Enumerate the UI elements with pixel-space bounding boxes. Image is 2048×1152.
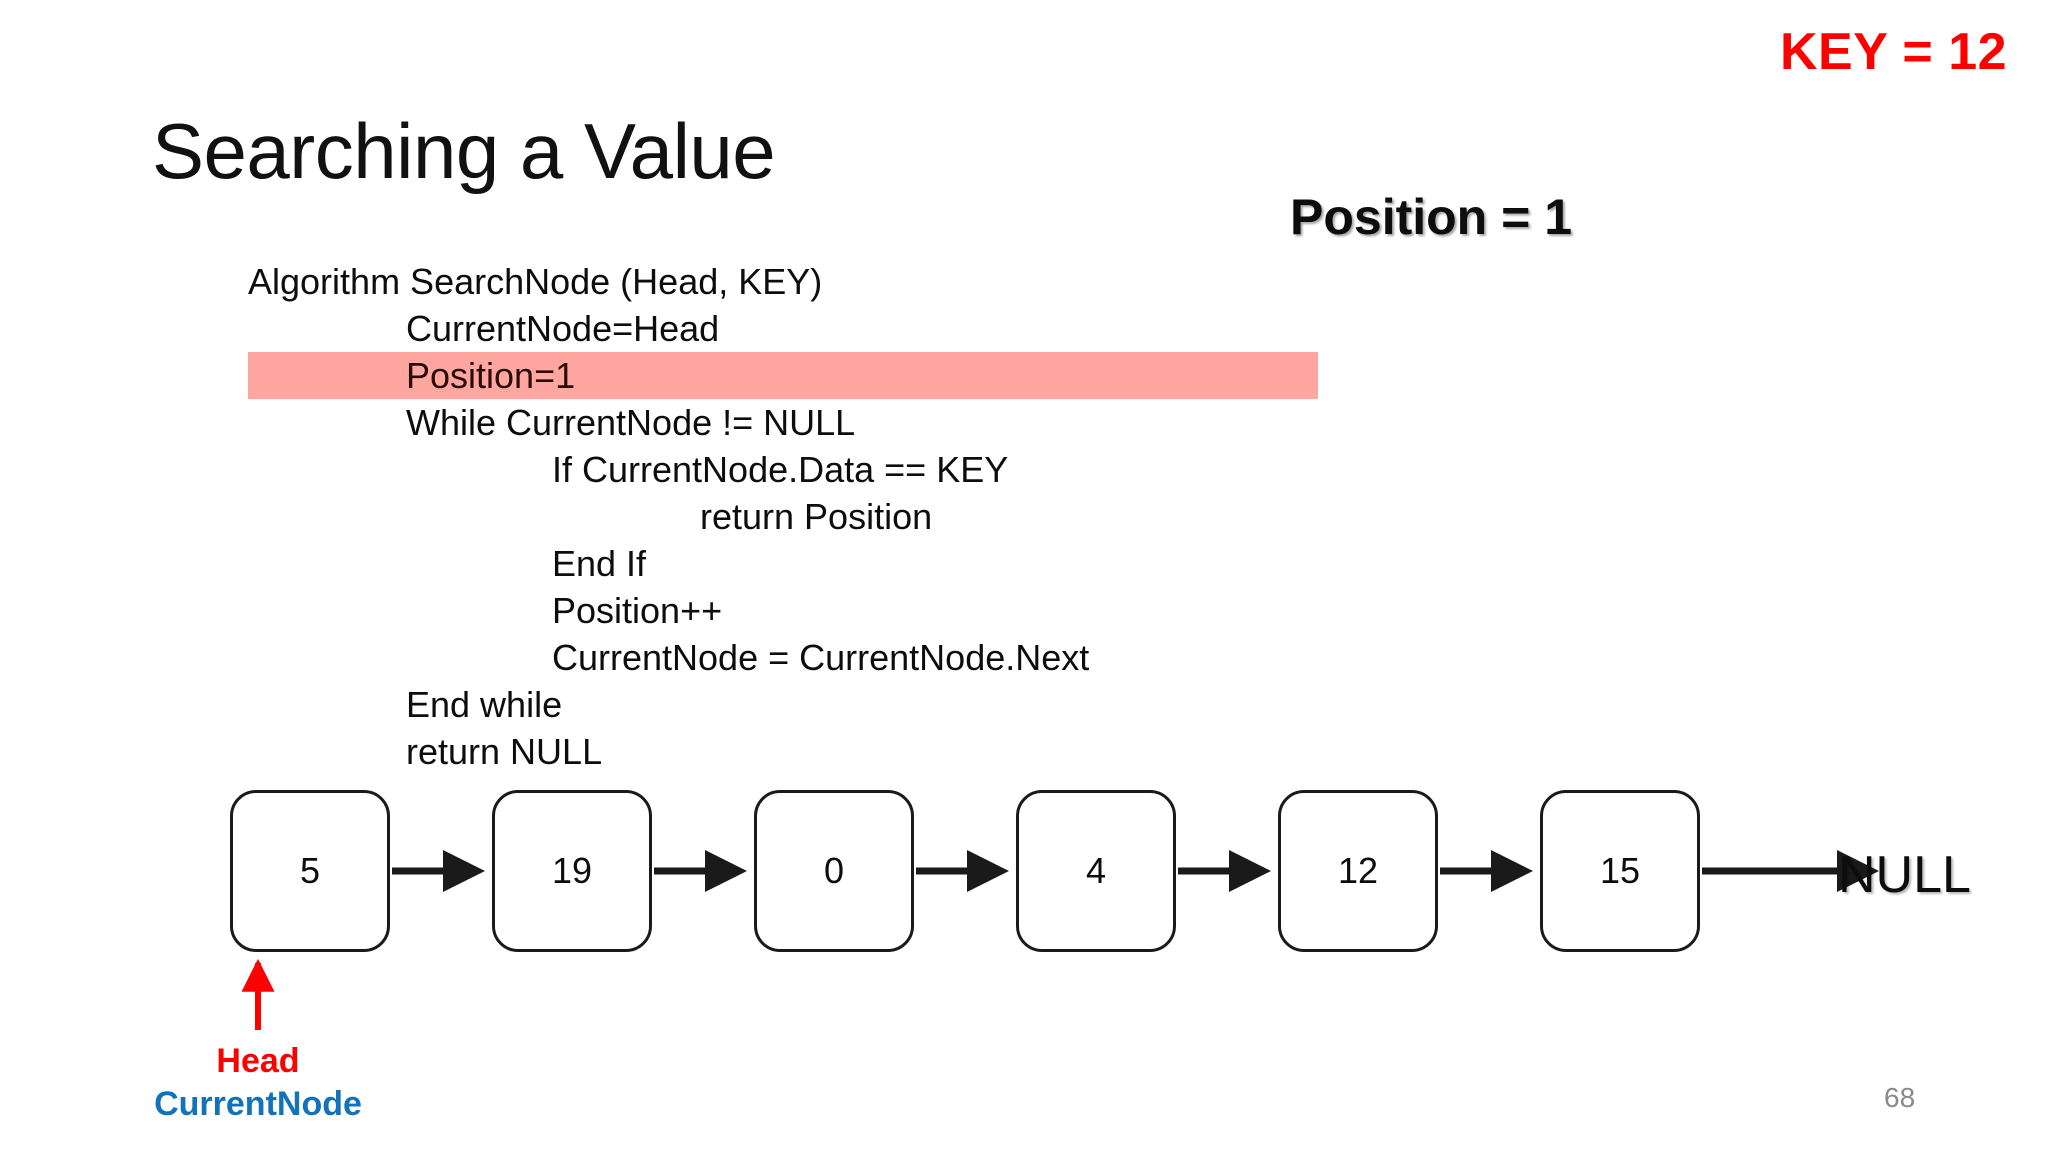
code-line-text: While CurrentNode != NULL xyxy=(406,402,856,443)
code-line-text: End while xyxy=(406,684,563,725)
code-line: If CurrentNode.Data == KEY xyxy=(248,446,1318,493)
code-line: return Position xyxy=(248,493,1318,540)
algorithm-pseudocode-block: Algorithm SearchNode (Head, KEY) CurrentN… xyxy=(248,258,1318,775)
position-readout: Position = 1 xyxy=(1290,189,1573,245)
code-line: return NULL xyxy=(248,728,1318,775)
code-line-text: return NULL xyxy=(406,731,603,772)
page-title: Searching a Value xyxy=(152,107,776,195)
code-line-text: CurrentNode = CurrentNode.Next xyxy=(552,637,1090,678)
null-terminator-label: NULL xyxy=(1838,846,1971,904)
code-line: CurrentNode = CurrentNode.Next xyxy=(248,634,1318,681)
code-line-text: Position++ xyxy=(552,590,723,631)
code-line: While CurrentNode != NULL xyxy=(248,399,1318,446)
currentnode-pointer-label: CurrentNode xyxy=(154,1085,362,1123)
code-line: Position++ xyxy=(248,587,1318,634)
key-value-label: KEY = 12 xyxy=(1780,23,2008,81)
code-line: CurrentNode=Head xyxy=(248,305,1318,352)
code-line: End If xyxy=(248,540,1318,587)
slide-number: 68 xyxy=(1884,1082,1916,1113)
code-line-text: Position=1 xyxy=(406,355,576,396)
code-line-text: End If xyxy=(552,543,647,584)
code-line-highlighted: Position=1 xyxy=(248,352,1318,399)
code-line-text: Algorithm SearchNode (Head, KEY) xyxy=(248,261,823,302)
code-line-text: If CurrentNode.Data == KEY xyxy=(552,449,1009,490)
code-line: End while xyxy=(248,681,1318,728)
code-line-text: CurrentNode=Head xyxy=(406,308,720,349)
code-line-text: return Position xyxy=(700,496,933,537)
head-pointer-label: Head xyxy=(216,1042,300,1080)
code-line: Algorithm SearchNode (Head, KEY) xyxy=(248,258,1318,305)
